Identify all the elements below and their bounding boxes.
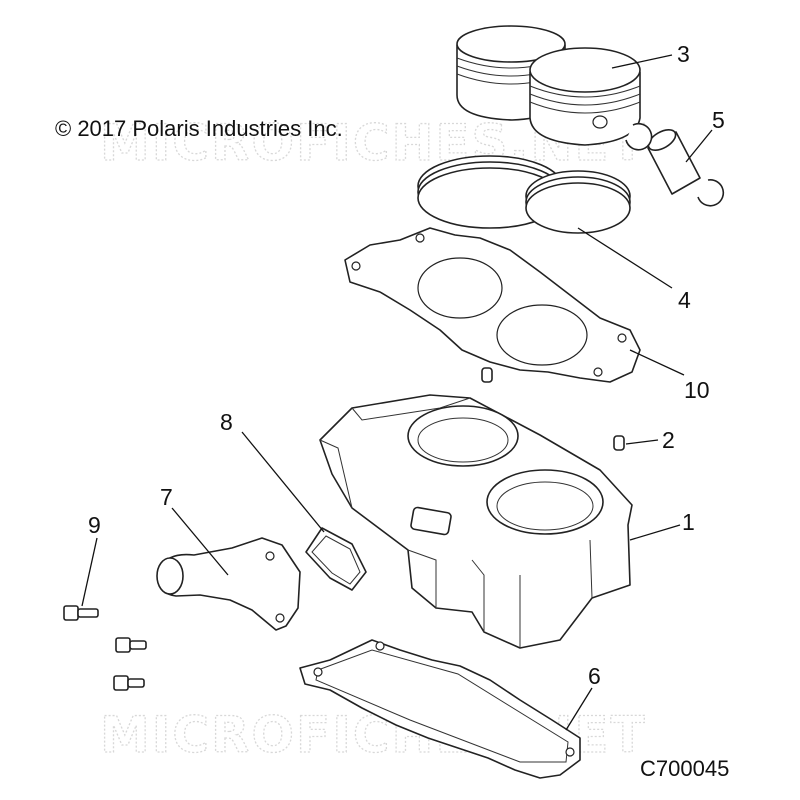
bolt-2 [115, 637, 147, 653]
bolt-1 [63, 605, 99, 621]
leader-7 [171, 507, 229, 576]
leader-2 [625, 439, 659, 445]
callout-4: 4 [678, 287, 691, 313]
copyright-text: © 2017 Polaris Industries Inc. [55, 116, 343, 141]
diagram-code: C700045 [640, 756, 729, 781]
callout-5: 5 [712, 107, 725, 133]
leader-9 [81, 537, 98, 607]
leader-8 [241, 431, 325, 533]
bolt-3 [113, 675, 145, 691]
water-outlet [156, 537, 301, 631]
callout-8: 8 [220, 409, 233, 435]
piston-pin [647, 128, 701, 195]
callout-6: 6 [588, 663, 601, 689]
leader-1 [629, 524, 681, 541]
piston-right [529, 47, 641, 146]
piston-rings-right [525, 170, 631, 234]
pin-clip-left [625, 122, 653, 151]
callout-9: 9 [88, 512, 101, 538]
leader-6 [565, 687, 593, 731]
dowel-pin-block [613, 435, 625, 451]
base-gasket [299, 639, 581, 779]
callout-3: 3 [677, 41, 690, 67]
outlet-seal [305, 527, 367, 591]
leader-5 [685, 129, 713, 163]
leader-3 [611, 54, 673, 69]
leader-10 [629, 349, 685, 376]
callout-10: 10 [684, 377, 710, 403]
callout-1: 1 [682, 509, 695, 535]
cylinder-block [319, 394, 633, 649]
pin-clip-right [697, 179, 725, 207]
head-gasket [344, 227, 641, 383]
leader-4 [577, 227, 673, 289]
callout-7: 7 [160, 484, 173, 510]
callout-2: 2 [662, 427, 675, 453]
dowel-pin-head [481, 367, 493, 383]
